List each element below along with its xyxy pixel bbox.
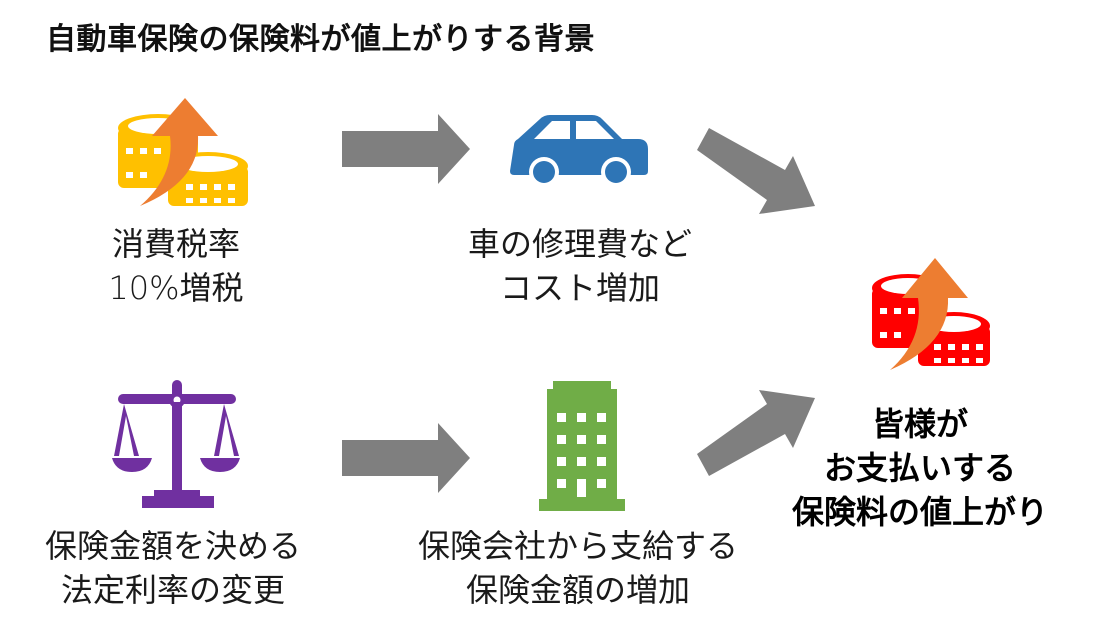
node-result-label: 皆様が お支払いする 保険料の値上がり xyxy=(760,402,1080,534)
scales-icon xyxy=(112,380,242,508)
node-result-line-3: 保険料の値上がり xyxy=(791,493,1048,531)
node-payout-label: 保険会社から支給する 保険金額の増加 xyxy=(388,524,768,612)
arrow-right-icon xyxy=(342,423,470,493)
node-tax-label: 消費税率 10%増税 xyxy=(96,222,256,310)
node-result-line-2: お支払いする xyxy=(823,449,1016,487)
node-interest-line-2: 法定利率の変更 xyxy=(60,571,285,609)
car-icon xyxy=(510,113,652,187)
arrow-down-right-icon xyxy=(695,128,820,223)
arrow-right-icon xyxy=(342,114,470,184)
node-result-line-1: 皆様が xyxy=(871,405,968,443)
node-tax-line-1: 消費税率 xyxy=(111,225,240,263)
node-payout-line-1: 保険会社から支給する xyxy=(417,527,738,565)
node-repair-label: 車の修理費など コスト増加 xyxy=(440,222,720,310)
diagram-title: 自動車保険の保険料が値上がりする背景 xyxy=(46,22,595,57)
building-icon xyxy=(537,377,627,511)
node-repair-line-2: コスト増加 xyxy=(499,269,660,307)
node-repair-line-1: 車の修理費など xyxy=(467,225,692,263)
node-tax-line-2: 10%増税 xyxy=(108,269,244,307)
coins-up-icon xyxy=(100,96,260,211)
node-interest-label: 保険金額を決める 法定利率の変更 xyxy=(18,524,328,612)
node-interest-line-1: 保険金額を決める xyxy=(44,527,301,565)
coins-up-icon xyxy=(858,254,998,372)
node-payout-line-2: 保険金額の増加 xyxy=(465,571,690,609)
arrow-up-right-icon xyxy=(695,381,820,476)
